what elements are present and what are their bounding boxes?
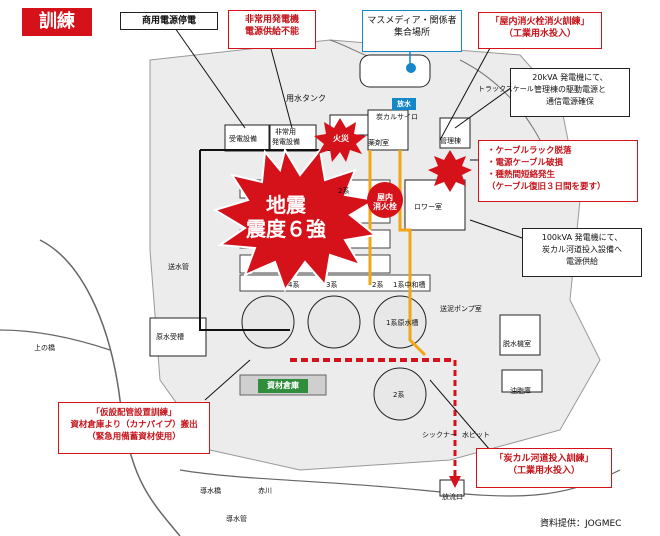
credit-text: 資料提供：JOGMEC	[540, 519, 622, 529]
silo-building	[367, 109, 409, 151]
media-line2: 集合場所	[393, 28, 430, 38]
hydrant-line1: 屋内	[377, 193, 393, 202]
damage-line3: ・種熱間短絡発生	[487, 170, 556, 180]
system-1-label: 1系原水槽	[386, 319, 419, 327]
temp-pipe-line2: 資材倉庫より（カナパイプ）搬出	[70, 420, 198, 430]
gathering-marker	[406, 63, 416, 73]
oil-storage-label: 油脂庫	[510, 387, 531, 395]
damage-line1: ・ケーブルラック脱落	[487, 146, 572, 156]
temp-pipe-line1: 「仮設配管設置訓練」	[91, 408, 177, 418]
akagawa-label: 赤川	[258, 487, 272, 495]
media-line1: マスメディア・関係者	[367, 16, 457, 26]
gen20-line2: 管理棟の駆動電源と	[534, 85, 606, 94]
system-4-label: 4系	[288, 281, 300, 289]
indoor-hydrant-callout: 「屋内消火栓消火訓練」 （工業用水投入）	[478, 12, 602, 49]
gen20-line3: 通信電源確保	[546, 97, 594, 106]
delivery-pipe-label: 送水管	[168, 263, 189, 271]
clarifier-4	[241, 295, 295, 349]
gen100-line1: 100kVA 発電機にて、	[541, 233, 623, 242]
emergency-gen-equip-line2: 発電設備	[272, 138, 300, 146]
management-building	[439, 117, 471, 149]
earthquake-line2: 震度６強	[246, 217, 326, 241]
receiving-label: 受電設備	[229, 135, 257, 143]
indoor-hydrant-line2: （工業用水投入）	[503, 29, 576, 39]
clarifier-2	[373, 367, 427, 421]
earthquake-line1: 地震	[266, 193, 306, 217]
tankaru-line2: （工業用水投入）	[507, 466, 580, 476]
indoor-hydrant-line1: 「屋内消火栓消火訓練」	[490, 17, 590, 27]
pump-text-label: 2系	[372, 281, 384, 289]
tankaru-line1: 「炭カル河道投入訓練」	[494, 454, 594, 464]
water-pit-label: 水ピット	[462, 431, 490, 439]
truck-scale-label: トラックスケール	[478, 85, 534, 93]
gen100-line2: 炭カル河道投入設備へ	[542, 245, 622, 254]
discharge-water-pill: 放水	[392, 98, 416, 110]
training-badge: 訓練	[22, 8, 92, 36]
emergency-gen-line1: 非常用発電機	[244, 15, 299, 25]
dewatering-building	[499, 314, 541, 356]
road-left	[39, 239, 181, 536]
river-line	[179, 469, 621, 497]
gen100-callout: 100kVA 発電機にて、 炭カル河道投入設備へ 電源供給	[522, 228, 642, 277]
black-pipe	[199, 150, 290, 331]
system-3-label: 3系	[326, 281, 338, 289]
emergency-gen-line2: 電源供給不能	[244, 27, 299, 37]
adjust-pump-label: 送泥ポンプ室	[440, 305, 482, 313]
system-1b-label: 1系中和槽	[393, 281, 426, 289]
damage-callout: ・ケーブルラック脱落 ・電源ケーブル破損 ・種熱間短絡発生 （ケーブル復旧３日間…	[478, 140, 638, 202]
thickener-label: シックナー	[422, 431, 457, 439]
gen100-line3: 電源供給	[566, 257, 598, 266]
tower-room-building	[404, 179, 466, 231]
raw-water-building	[149, 317, 207, 357]
damage-line2: ・電源ケーブル破損	[487, 158, 563, 168]
discharge-label: 放流口	[442, 493, 463, 501]
materials-pill: 資材倉庫	[258, 379, 308, 393]
oil-building	[501, 369, 543, 393]
gathering-area	[359, 54, 431, 88]
earthquake-label: 地震 震度６強	[218, 193, 354, 241]
damage-burst	[428, 150, 472, 192]
temp-pipe-callout: 「仮設配管設置訓練」 資材倉庫より（カナパイプ）搬出 （緊急用備蓄資材使用）	[58, 402, 210, 454]
media-callout: マスメディア・関係者 集合場所	[362, 10, 462, 52]
management-label: 管理棟	[440, 137, 461, 145]
raw-water-label: 原水受槽	[156, 333, 184, 341]
receiving-building	[224, 124, 270, 152]
hydrant-line2: 消火栓	[373, 202, 397, 211]
system-2c-label: 2系	[338, 187, 350, 195]
fire-label: 火災	[333, 134, 349, 143]
tower-room-label: ロワー室	[414, 203, 442, 211]
emergency-gen-equip-line1: 非常用	[275, 128, 296, 136]
tankaru-callout: 「炭カル河道投入訓練」 （工業用水投入）	[476, 448, 612, 488]
chemical-room-label: 薬剤室	[368, 139, 389, 147]
clarifier-1	[373, 295, 427, 349]
silo-label: 炭カルサイロ	[376, 113, 418, 121]
gen20-line1: 20kVA 発電機にて、	[532, 73, 608, 82]
intake-pipe-label: 導水管	[226, 515, 247, 523]
dewatering-label: 脱水機室	[503, 340, 531, 348]
commercial-power-callout: 商用電源停電	[120, 12, 218, 30]
gen20-callout: 20kVA 発電機にて、 管理棟の駆動電源と 通信電源確保	[510, 68, 630, 117]
system-2-label: 2系	[393, 391, 405, 399]
emergency-gen-callout: 非常用発電機 電源供給不能	[228, 10, 316, 49]
damage-line4: （ケーブル復旧３日間を要す）	[487, 182, 606, 192]
clarifier-3	[307, 295, 361, 349]
water-tank-label: 用水タンク	[286, 94, 326, 103]
temp-pipe-line3: （緊急用備蓄資材使用）	[87, 432, 181, 442]
intake-bridge-label: 導水橋	[200, 487, 221, 495]
fire-burst	[314, 118, 366, 162]
hydrant-label: 屋内 消火栓	[368, 193, 402, 211]
hydrant-burst	[367, 182, 403, 218]
earthquake-burst	[212, 147, 378, 293]
commercial-power-text: 商用電源停電	[141, 16, 196, 26]
upper-bridge-label: 上の橋	[34, 344, 55, 352]
emergency-gen-building	[269, 124, 317, 152]
